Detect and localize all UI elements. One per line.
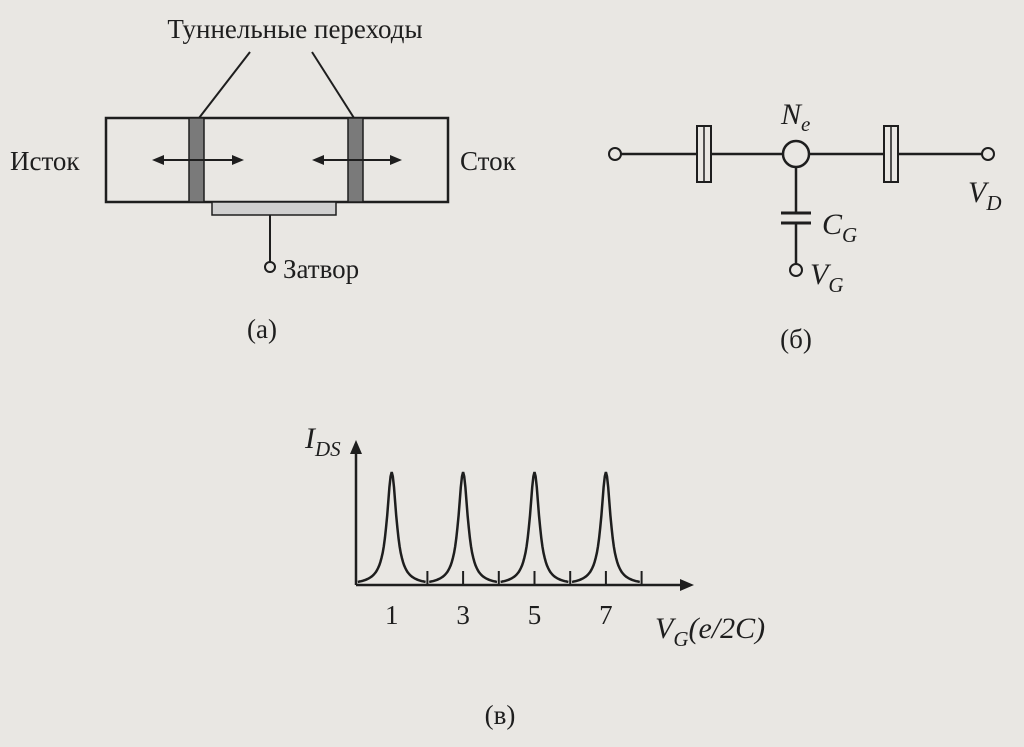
vg-label-main: V — [810, 258, 832, 291]
vd-label-main: V — [968, 176, 990, 209]
gate-label: Затвор — [283, 254, 359, 284]
cap-label: CG — [822, 208, 857, 247]
x-tick-labels: 1 3 5 7 — [385, 600, 613, 630]
x-axis-arrow — [680, 579, 694, 591]
node-label-main: N — [780, 98, 803, 131]
double-arrow-right — [312, 155, 402, 165]
drain-label: Сток — [460, 146, 517, 176]
tunnel-junctions-label: Туннельные переходы — [167, 14, 422, 44]
conductance-peak — [428, 471, 498, 584]
drain-terminal — [981, 147, 995, 161]
y-axis-label: IDS — [304, 422, 341, 461]
conductance-peak — [571, 471, 641, 584]
x-axis-label: VG(e/2C) — [655, 612, 765, 651]
node-label-sub: e — [801, 112, 810, 136]
vg-label: VG — [810, 258, 844, 297]
x-ticks — [426, 571, 643, 585]
x-tick-label: 3 — [456, 600, 470, 630]
caption-b: (б) — [780, 324, 812, 354]
panel-b-circuit: Ne CG VG VD (б) — [608, 98, 1002, 354]
panel-c-plot: 1 3 5 7 IDS VG(e/2C) (в) — [304, 422, 765, 730]
gate-voltage-terminal — [789, 263, 803, 277]
cap-label-main: C — [822, 208, 843, 241]
x-axis-label-unit: (e/2C) — [689, 612, 766, 645]
gate-electrode — [211, 201, 337, 216]
y-axis-arrow — [350, 440, 362, 454]
node-label: Ne — [780, 98, 810, 136]
conductance-peaks — [357, 471, 641, 584]
junction-pointer-left — [198, 51, 251, 119]
island-node — [781, 139, 811, 169]
cap-label-sub: G — [842, 223, 857, 247]
conductance-peak — [357, 471, 426, 584]
caption-a: (а) — [247, 314, 277, 344]
caption-c: (в) — [485, 700, 516, 730]
source-label: Исток — [10, 146, 80, 176]
junction-pointer-right — [311, 51, 355, 119]
vd-label-sub: D — [985, 191, 1001, 215]
y-axis-label-main: I — [304, 422, 317, 455]
tunnel-junction-symbol-right — [883, 125, 899, 183]
y-axis-label-sub: DS — [314, 437, 341, 461]
x-axis-label-sub: G — [673, 627, 688, 651]
x-tick-label: 7 — [599, 600, 613, 630]
double-arrow-left — [152, 155, 244, 165]
x-axis-label-main: V — [655, 612, 677, 645]
source-terminal — [608, 147, 622, 161]
tunnel-junction-symbol-left — [696, 125, 712, 183]
vg-label-sub: G — [828, 273, 843, 297]
vd-label: VD — [968, 176, 1002, 215]
conductance-peak — [500, 471, 569, 584]
x-tick-label: 1 — [385, 600, 399, 630]
gate-terminal — [264, 261, 276, 273]
x-tick-label: 5 — [528, 600, 542, 630]
panel-a-device: Туннельные переходы Исток Сток Затвор (а… — [10, 14, 517, 344]
